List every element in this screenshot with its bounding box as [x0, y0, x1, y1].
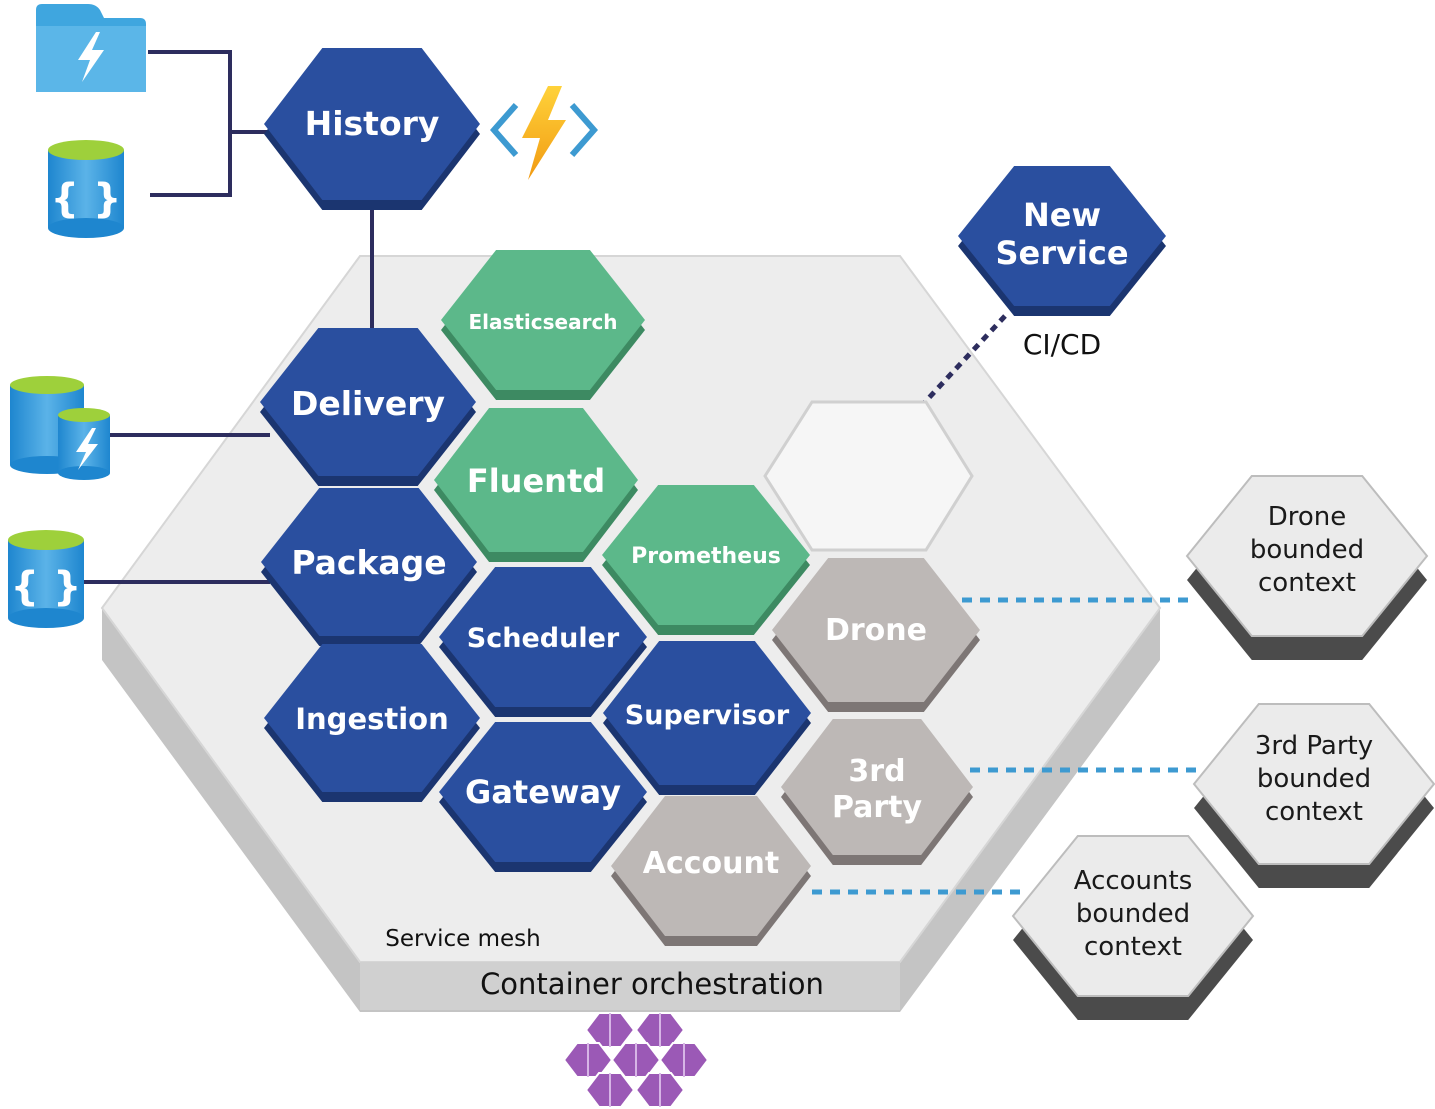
prometheus-hex-face: [602, 485, 810, 625]
svg-text:{ }: { }: [11, 564, 82, 610]
package-service-hex: [261, 488, 477, 646]
history-label: History: [305, 104, 440, 143]
delivery-service-hex: [260, 328, 476, 486]
new-service-label-line1: New: [1023, 196, 1101, 234]
cicd-pipeline-line: [856, 314, 1007, 476]
hex-labels: History New Service Elasticsearch Delive…: [291, 104, 1373, 962]
elasticsearch-label: Elasticsearch: [468, 310, 617, 334]
supervisor-service-hex-face: [603, 641, 811, 785]
dependency-connectors: [84, 50, 374, 584]
svg-text:{ }: { }: [51, 176, 122, 222]
azure-function-icon: [490, 86, 598, 180]
drone-context-line2: bounded: [1250, 535, 1364, 565]
elasticsearch-hex: [441, 250, 645, 400]
service-mesh-label: Service mesh: [385, 926, 540, 952]
history-service-hex-face: [264, 48, 480, 200]
accounts-bounded-context-hex-face: [1011, 835, 1255, 997]
fluentd-hex: [434, 408, 638, 562]
gateway-service-hex: [439, 722, 647, 872]
new-service-hex-face: [958, 166, 1166, 306]
cicd-label: CI/CD: [1023, 328, 1101, 361]
scheduler-service-hex: [439, 567, 647, 717]
third-party-label-line2: Party: [832, 790, 923, 825]
scheduler-label: Scheduler: [467, 623, 620, 654]
database-lightning-icon: [10, 376, 110, 480]
kubernetes-service-icon: [562, 1012, 710, 1108]
account-service-hex: [611, 796, 811, 946]
delivery-service-hex-face: [260, 328, 476, 476]
drone-label: Drone: [825, 613, 927, 648]
scheduler-service-hex-face: [439, 567, 647, 707]
supervisor-service-hex: [603, 641, 811, 795]
third-party-service-hex: [781, 719, 973, 865]
fluentd-label: Fluentd: [467, 462, 605, 500]
drone-bounded-context-hex-face: [1185, 475, 1429, 637]
elasticsearch-hex-face: [441, 250, 645, 390]
package-service-hex-face: [261, 488, 477, 636]
database-braces-icon: { }: [48, 140, 124, 238]
ingestion-service-hex-face: [264, 644, 480, 792]
placeholder-service-hex: [763, 400, 974, 552]
accounts-bounded-context-hex: [1011, 835, 1255, 1020]
third-party-bounded-context-hex: [1192, 703, 1435, 888]
history-service-hex: [264, 48, 480, 210]
fluentd-hex-face: [434, 408, 638, 552]
prometheus-label: Prometheus: [631, 544, 781, 569]
third-party-label-line1: 3rd: [848, 754, 905, 789]
third-party-context-line1: 3rd Party: [1255, 731, 1373, 761]
supervisor-label: Supervisor: [625, 700, 790, 731]
drone-service-hex-face: [772, 558, 980, 702]
accounts-context-line1: Accounts: [1074, 866, 1193, 896]
container-orchestration-label: Container orchestration: [480, 967, 824, 1001]
new-service-label-line2: Service: [995, 234, 1128, 272]
drone-bounded-context-hex: [1185, 475, 1429, 660]
database-braces-icon: { }: [8, 530, 84, 628]
accounts-context-line2: bounded: [1076, 899, 1190, 929]
third-party-context-line3: context: [1265, 797, 1363, 827]
ingestion-service-hex: [264, 644, 480, 802]
delivery-label: Delivery: [291, 384, 445, 423]
account-service-hex-face: [611, 796, 811, 936]
third-party-service-hex-face: [781, 719, 973, 855]
prometheus-hex: [602, 485, 810, 635]
hex-layer: [260, 48, 1435, 1020]
gateway-label: Gateway: [465, 773, 621, 811]
drone-service-hex: [772, 558, 980, 712]
third-party-context-line2: bounded: [1257, 764, 1371, 794]
drone-context-line1: Drone: [1268, 502, 1347, 532]
gateway-service-hex-face: [439, 722, 647, 862]
accounts-context-line3: context: [1084, 932, 1182, 962]
package-label: Package: [291, 543, 446, 582]
bounded-context-links: [812, 597, 1200, 895]
ingestion-label: Ingestion: [295, 702, 449, 736]
folder-lightning-icon: [36, 4, 146, 92]
third-party-bounded-context-hex-face: [1192, 703, 1435, 865]
new-service-hex: [958, 166, 1166, 316]
drone-context-line3: context: [1258, 568, 1356, 598]
account-label: Account: [643, 846, 779, 881]
